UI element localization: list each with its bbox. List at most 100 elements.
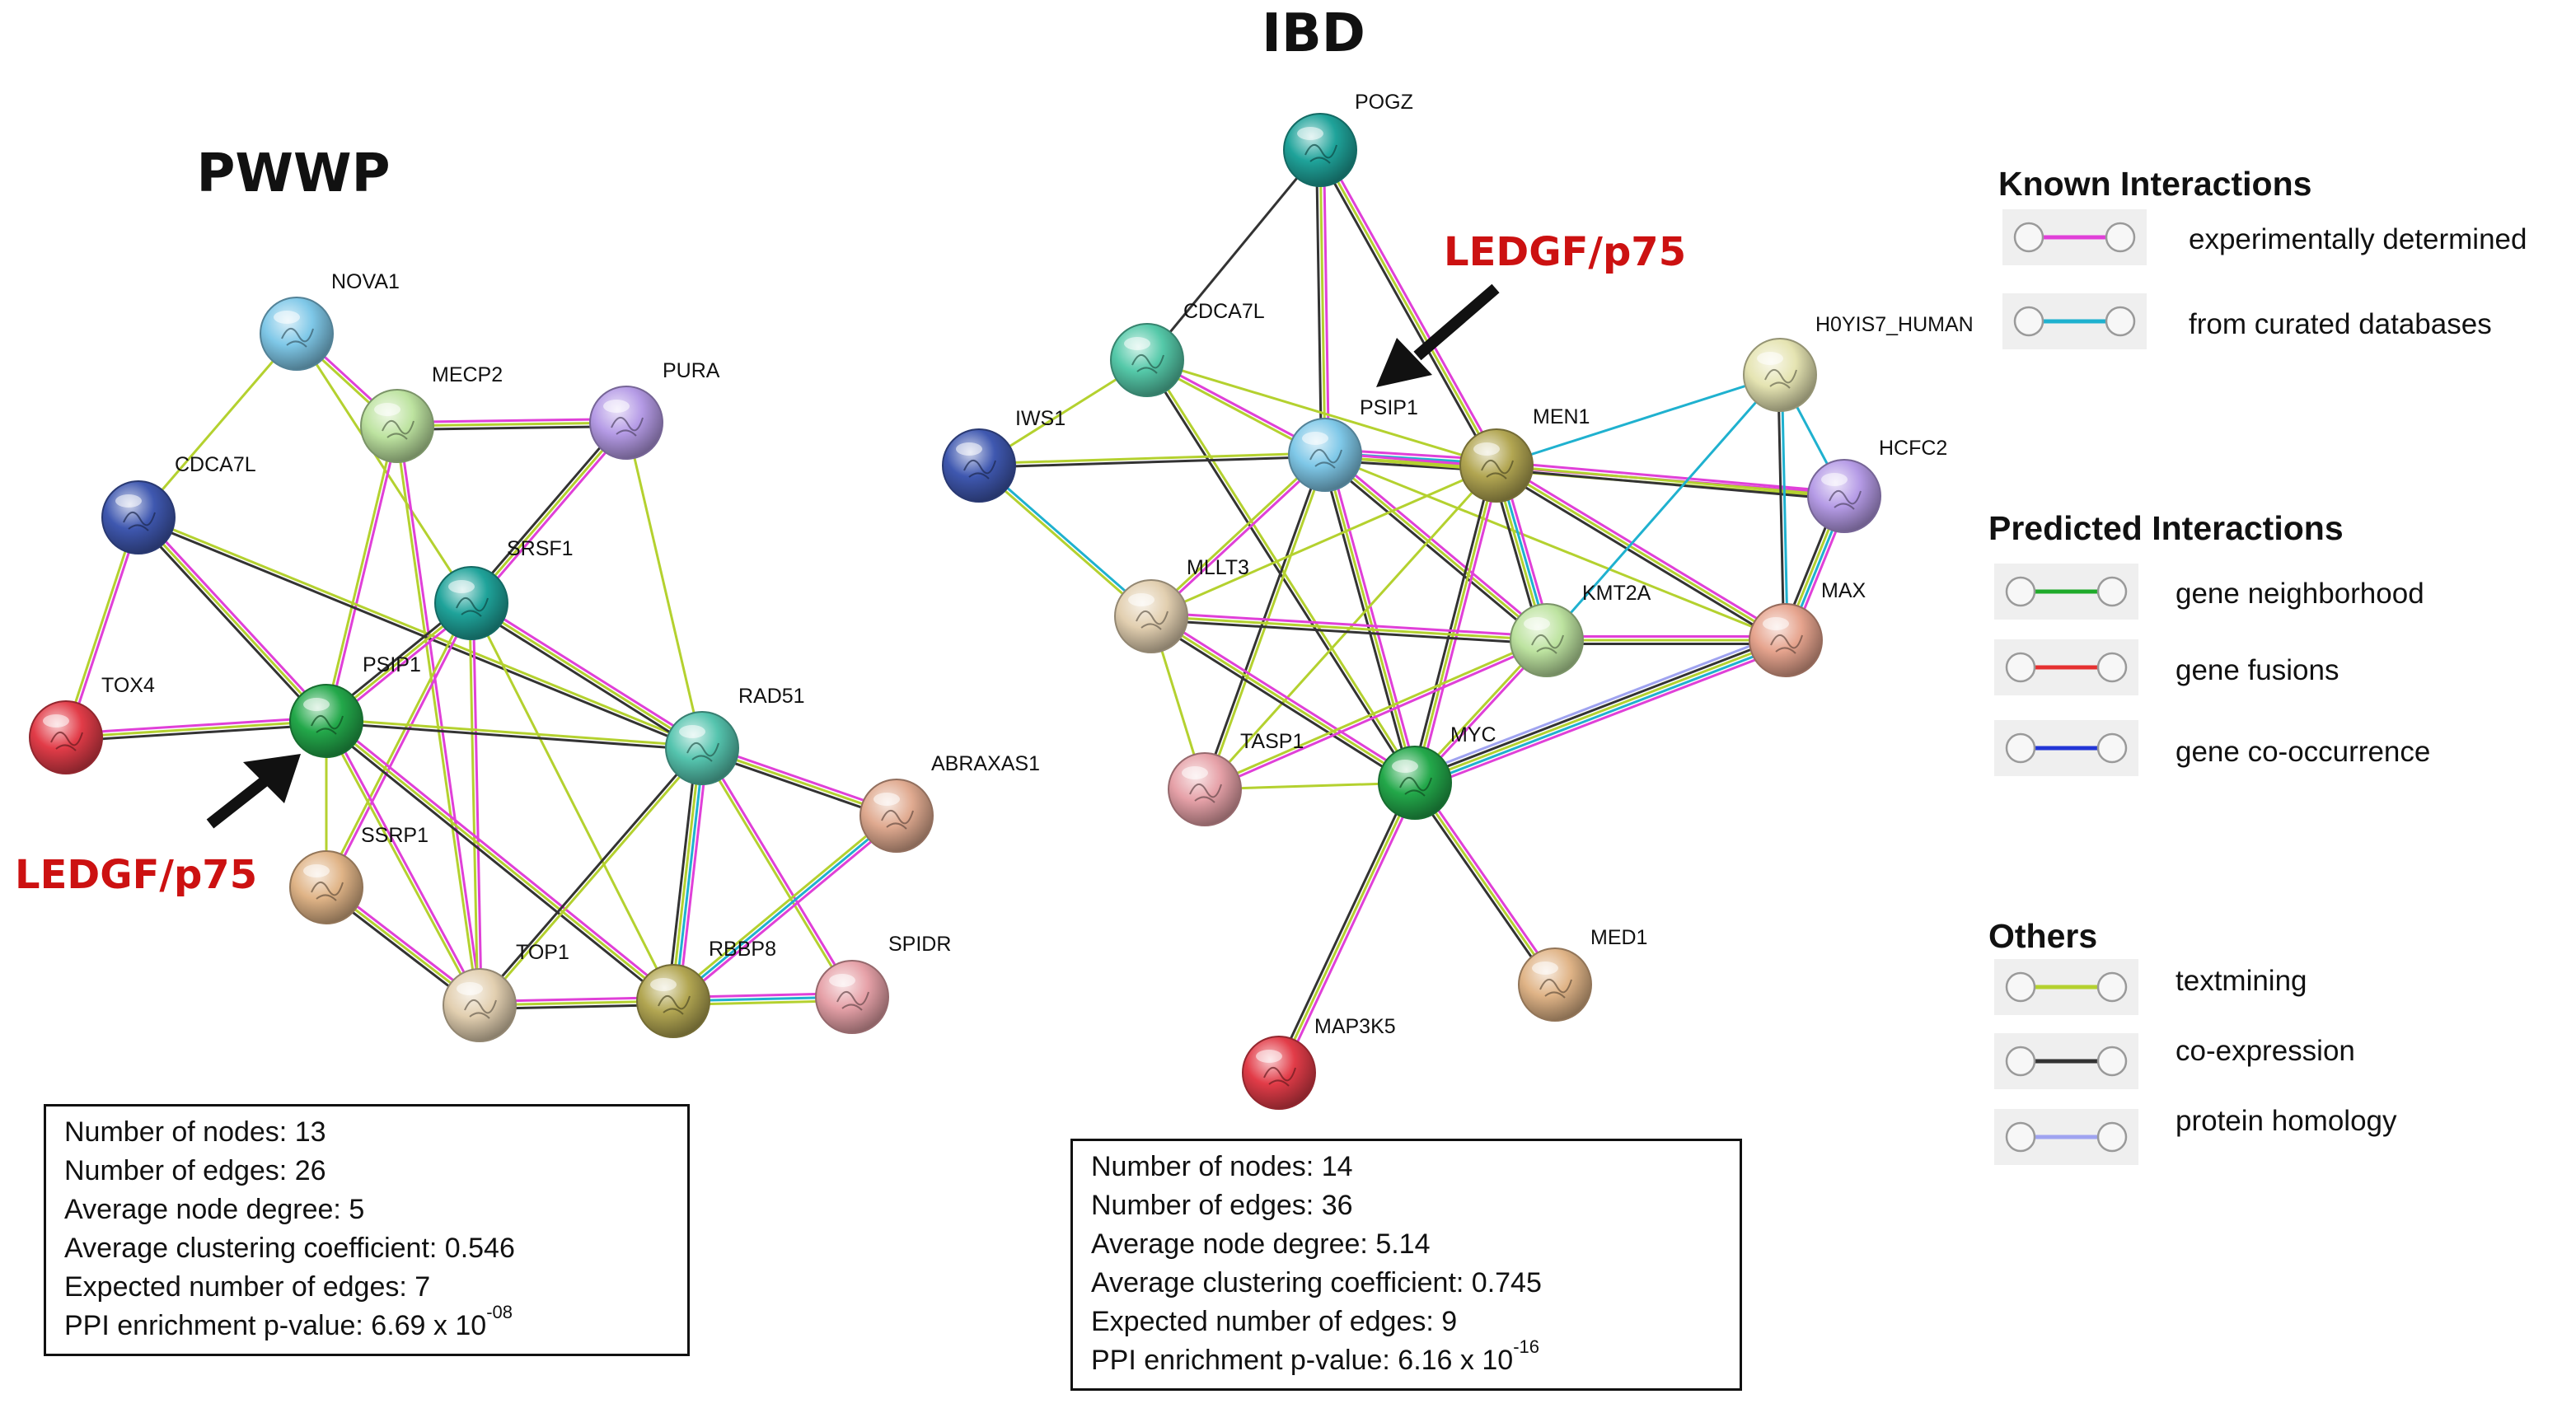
legend-label: gene fusions [2176, 654, 2339, 686]
node-spidr[interactable]: SPIDR [815, 933, 951, 1034]
node-psip1[interactable]: PSIP1 [289, 653, 421, 758]
edge-evidence-experimental [1417, 646, 1789, 791]
node-highlight [1182, 766, 1208, 779]
edge-evidence-textmining [1318, 149, 1327, 456]
edge-evidence-experimental [396, 418, 626, 424]
node-iws1[interactable]: IWS1 [942, 407, 1066, 503]
legend-swatch-node [2096, 652, 2128, 683]
pwwp-stats-box: Number of nodes: 13 Number of edges: 26 … [44, 1104, 690, 1356]
node-label: MEN1 [1533, 405, 1590, 428]
legend-item-homology: protein homology [1994, 1105, 2397, 1165]
edge-evidence-curated [1545, 374, 1782, 641]
edge-evidence-experimental [1417, 466, 1501, 784]
node-rbbp8[interactable]: RBBP8 [636, 938, 776, 1038]
edge-evidence-textmining [977, 466, 1151, 619]
node-hcfc2[interactable]: HCFC2 [1807, 437, 1947, 533]
node-top1[interactable]: TOP1 [443, 941, 569, 1042]
node-ssrp1[interactable]: SSRP1 [289, 824, 429, 924]
stat-expected: Expected number of edges: 9 [1091, 1306, 1458, 1337]
edge-mllt3-myc [1148, 611, 1418, 788]
edge-evidence-coexpression [1412, 635, 1785, 781]
edge-rad51-rbbp8 [666, 747, 710, 1002]
node-highlight [829, 974, 855, 987]
edge-evidence-textmining [978, 452, 1325, 466]
edge-evidence-coexpression [1496, 467, 1844, 501]
edge-evidence-coexpression [326, 721, 702, 751]
node-highlight [1128, 593, 1155, 606]
edge-myc-med1 [1411, 779, 1559, 988]
ibd-stats-box: Number of nodes: 14 Number of edges: 36 … [1070, 1139, 1742, 1391]
node-cdca7l[interactable]: CDCA7L [1110, 300, 1265, 397]
legend-swatch-node [2005, 1121, 2036, 1153]
edge-evidence-curated [1496, 373, 1781, 467]
node-rad51[interactable]: RAD51 [665, 685, 805, 785]
node-label: MLLT3 [1187, 556, 1249, 579]
legend-swatch-node [2013, 306, 2044, 337]
stat-degree: Average node degree: 5.14 [1091, 1228, 1431, 1260]
node-myc[interactable]: MYC [1378, 723, 1496, 820]
legend-swatch-node [2005, 1046, 2036, 1077]
edge-rad51-spidr [699, 746, 855, 999]
edge-evidence-experimental [1417, 779, 1559, 984]
legend-item-coexpression: co-expression [1994, 1033, 2355, 1089]
edge-mllt3-kmt2a [1150, 611, 1548, 645]
edge-cdca7l-men1 [1146, 358, 1497, 467]
node-kmt2a[interactable]: KMT2A [1510, 582, 1651, 677]
edge-evidence-textmining [1324, 453, 1787, 642]
edge-evidence-curated [672, 814, 897, 1003]
node-men1[interactable]: MEN1 [1459, 405, 1590, 503]
node-med1[interactable]: MED1 [1518, 926, 1647, 1022]
pwwp-ledgf-arrow [206, 754, 301, 829]
edge-evidence-coexpression [1410, 464, 1495, 783]
node-max[interactable]: MAX [1749, 579, 1866, 677]
node-pogz[interactable]: POGZ [1283, 91, 1413, 187]
node-psip1[interactable]: PSIP1 [1288, 396, 1418, 492]
edge-evidence-textmining [1496, 464, 1787, 642]
node-mllt3[interactable]: MLLT3 [1114, 556, 1249, 653]
node-label: PSIP1 [363, 653, 421, 676]
edge-evidence-experimental [326, 603, 475, 889]
arrow-head [1376, 338, 1432, 387]
protein-structure-icon [1304, 144, 1337, 164]
node-tasp1[interactable]: TASP1 [1168, 730, 1304, 826]
edge-evidence-coexpression [1274, 780, 1413, 1072]
edge-evidence-coexpression [1411, 784, 1553, 988]
node-tox4[interactable]: TOX4 [29, 674, 155, 774]
stat-nodes: Number of nodes: 14 [1091, 1151, 1353, 1182]
legend-label: co-expression [2176, 1035, 2355, 1067]
node-label: H0YIS7_HUMAN [1815, 313, 1974, 336]
node-abraxas1[interactable]: ABRAXAS1 [859, 752, 1040, 853]
legend-swatch-node [2096, 732, 2128, 764]
edge-pogz-cdca7l [1145, 149, 1322, 361]
edge-evidence-textmining [1323, 454, 1417, 784]
legend-item-experimental: experimentally determined [2002, 209, 2527, 265]
edge-psip1-max [1324, 453, 1787, 642]
node-label: ABRAXAS1 [931, 752, 1040, 775]
edge-evidence-textmining [1324, 453, 1548, 642]
node-pura[interactable]: PURA [589, 359, 720, 460]
stat-nodes: Number of nodes: 13 [64, 1116, 326, 1148]
node-label: HCFC2 [1879, 437, 1947, 460]
node-cdca7l[interactable]: CDCA7L [101, 453, 256, 554]
edge-evidence-experimental [472, 598, 705, 746]
node-mecp2[interactable]: MECP2 [360, 363, 503, 463]
edge-psip1-rbbp8 [323, 717, 677, 1005]
node-h0yis7_human[interactable]: H0YIS7_HUMAN [1743, 313, 1974, 412]
edge-evidence-textmining [1150, 615, 1548, 642]
edge-evidence-textmining [670, 747, 702, 1001]
node-map3k5[interactable]: MAP3K5 [1242, 1015, 1396, 1110]
edge-evidence-experimental [702, 746, 855, 997]
edge-evidence-coexpression [477, 746, 702, 1005]
edge-men1-h0yis7_human [1496, 373, 1781, 467]
legend-known-heading: Known Interactions [1998, 165, 2311, 203]
legend-predicted-heading: Predicted Interactions [1988, 509, 2344, 547]
node-srsf1[interactable]: SRSF1 [434, 537, 574, 640]
edge-evidence-curated [979, 463, 1154, 616]
edge-pogz-men1 [1315, 147, 1501, 468]
edge-max-myc [1412, 632, 1789, 791]
protein-structure-icon [686, 742, 719, 762]
edge-evidence-experimental [397, 425, 483, 1005]
node-nova1[interactable]: NOVA1 [260, 270, 400, 371]
node-label: MAX [1821, 579, 1866, 602]
node-highlight [374, 403, 400, 416]
